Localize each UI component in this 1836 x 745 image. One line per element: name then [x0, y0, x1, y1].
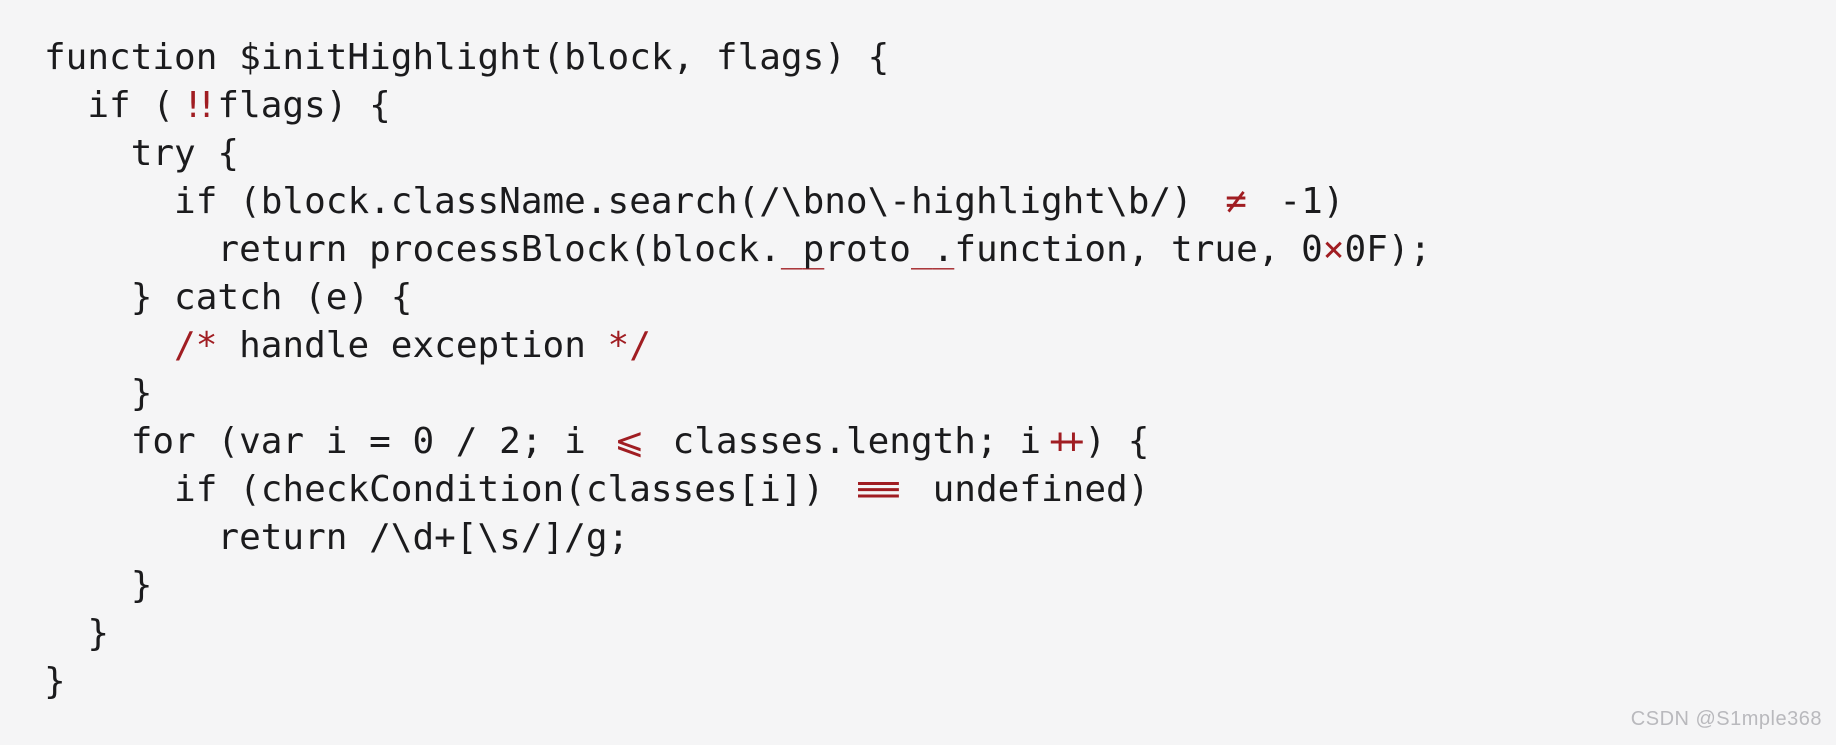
code-line: if (block.className.search(/\bno\-highli… [44, 178, 1431, 226]
code-line: return processBlock(block.__proto__.func… [44, 226, 1431, 274]
code-token: } catch (e) { [130, 277, 413, 318]
code-token: function $initHighlight(block, flags) { [44, 37, 890, 78]
code-token: } [87, 613, 110, 654]
code-token: try { [130, 133, 240, 174]
code-token: 0F); [1344, 229, 1432, 270]
code-token: } [130, 565, 153, 606]
code-token: .function, true, 0 [932, 229, 1323, 270]
code-token-ligature: __ [780, 229, 825, 270]
code-token: handle exception [217, 325, 608, 366]
code-block: function $initHighlight(block, flags) { … [44, 34, 1431, 706]
code-token: ) { [1084, 421, 1150, 462]
code-token: for (var i = 0 / 2; i [130, 421, 608, 462]
code-line: for (var i = 0 / 2; i ⩽ classes.length; … [44, 418, 1431, 466]
code-line: } [44, 658, 1431, 706]
code-token: } [44, 661, 66, 702]
code-token-ligature: ≡ [854, 469, 903, 510]
code-line: if (checkCondition(classes[i]) ≡ undefin… [44, 466, 1431, 514]
code-token-ligature: /* [174, 325, 218, 366]
code-token: return processBlock(block. [217, 229, 781, 270]
code-line: } [44, 610, 1431, 658]
code-token: undefined) [910, 469, 1150, 510]
code-line: if (!!flags) { [44, 82, 1431, 130]
code-token: proto [802, 229, 911, 270]
code-line: } [44, 562, 1431, 610]
code-token: if (block.className.search(/\bno\-highli… [174, 181, 1215, 222]
code-token: if ( [87, 85, 175, 126]
code-token: flags) { [217, 85, 391, 126]
code-token-ligature: ⩽ [614, 421, 645, 462]
code-line: /* handle exception */ [44, 322, 1431, 370]
code-token-ligature: ≠ [1225, 181, 1247, 222]
code-token: classes.length; i [650, 421, 1042, 462]
code-line: } [44, 370, 1431, 418]
code-line: try { [44, 130, 1431, 178]
code-token: return /\d+[\s/]/g; [217, 517, 630, 558]
code-line: } catch (e) { [44, 274, 1431, 322]
code-line: function $initHighlight(block, flags) { [44, 34, 1431, 82]
code-token: } [130, 373, 153, 414]
code-token: if (checkCondition(classes[i]) [174, 469, 846, 510]
code-token-ligature: ++ [1049, 421, 1084, 462]
code-line: return /\d+[\s/]/g; [44, 514, 1431, 562]
watermark: CSDN @S1mple368 [1630, 708, 1822, 730]
code-token-ligature: × [1322, 229, 1345, 270]
code-token: -1) [1257, 181, 1345, 222]
code-token-ligature: __ [910, 229, 955, 270]
code-token-ligature: !! [182, 85, 217, 126]
code-token-ligature: */ [607, 325, 651, 366]
